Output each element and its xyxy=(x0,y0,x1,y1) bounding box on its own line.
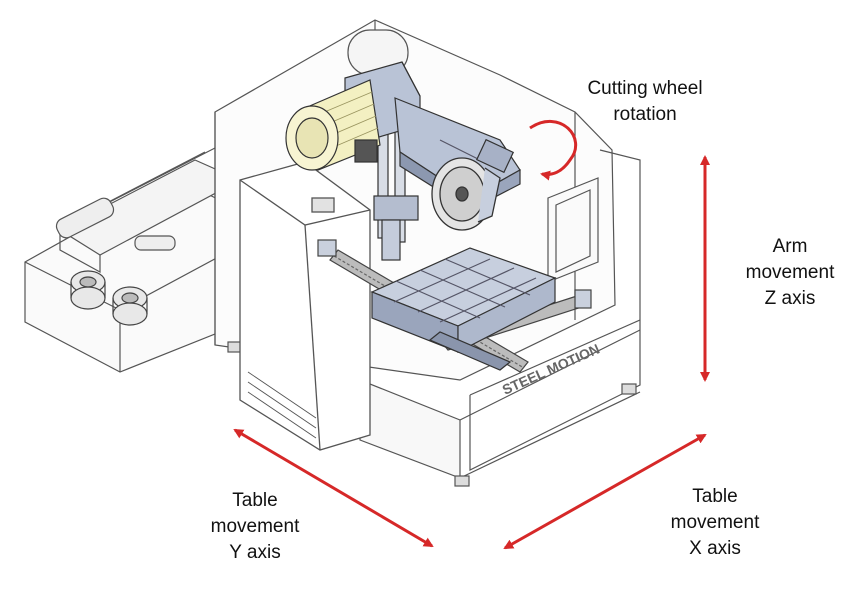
observation-window xyxy=(547,177,599,283)
rotation-arrow xyxy=(529,120,578,181)
x-axis-arrow xyxy=(503,433,707,550)
cutting-wheel-rotation-label: Cutting wheel rotation xyxy=(560,76,730,128)
label-line: Arm xyxy=(772,236,808,257)
y-axis-arrow xyxy=(233,428,434,548)
control-cabinet xyxy=(239,161,371,451)
label-line: movement xyxy=(670,512,760,533)
cutting-wheel xyxy=(431,157,501,231)
label-line: X axis xyxy=(689,538,741,559)
label-line: Table xyxy=(232,490,278,511)
cross-table xyxy=(370,247,557,371)
curved-arrow-icon xyxy=(529,120,578,181)
conveyor-motor-left xyxy=(70,270,106,310)
label-line: Z axis xyxy=(764,288,816,309)
conveyor-motor-right xyxy=(112,286,148,326)
label-line: Cutting wheel xyxy=(587,78,703,99)
conveyor-unit xyxy=(24,147,251,373)
table-movement-x-label: Table movement X axis xyxy=(655,484,775,562)
table-movement-y-label: Table movement Y axis xyxy=(195,488,315,566)
label-line: movement xyxy=(745,262,835,283)
label-line: rotation xyxy=(613,104,677,125)
label-line: Y axis xyxy=(229,542,281,563)
label-line: movement xyxy=(210,516,300,537)
label-line: Table xyxy=(692,486,738,507)
spindle-motor xyxy=(285,79,381,171)
arm-movement-z-label: Arm movement Z axis xyxy=(735,234,845,312)
z-axis-column xyxy=(373,107,419,261)
